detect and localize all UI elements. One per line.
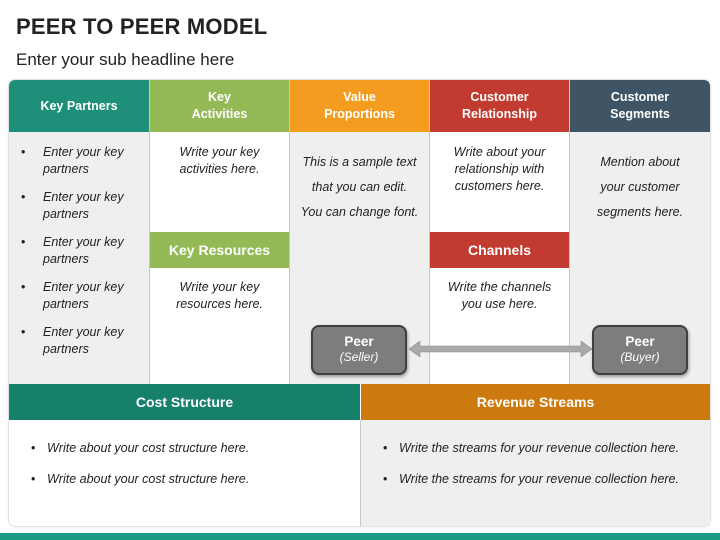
key-partners-column: Key Partners Enter your key partners Ent… (9, 80, 150, 384)
list-item: Write the streams for your revenue colle… (383, 471, 679, 488)
page-subtitle: Enter your sub headline here (16, 50, 235, 69)
key-partners-header: Key Partners (9, 80, 149, 132)
footer-accent-bar (0, 533, 720, 540)
key-activities-header-label: Key Activities (191, 90, 248, 121)
peer-seller-box: Peer (Seller) (311, 325, 407, 375)
key-partners-list: Enter your key partners Enter your key p… (17, 144, 143, 369)
page-title: PEER TO PEER MODEL (16, 14, 268, 39)
customer-relationship-header: Customer Relationship (430, 80, 569, 132)
channels-text: Write the channels you use here. (447, 280, 552, 311)
customer-segments-header: Customer Segments (570, 80, 710, 132)
channels-header: Channels (430, 232, 569, 268)
peer-buyer-box: Peer (Buyer) (592, 325, 688, 375)
customer-segments-text: Mention about your customer segments her… (576, 150, 704, 225)
revenue-streams-body: Write the streams for your revenue colle… (361, 420, 710, 526)
customer-relationship-column: Customer Relationship Write about your r… (430, 80, 570, 384)
key-activities-header: Key Activities (150, 80, 289, 132)
list-item: Enter your key partners (17, 279, 143, 313)
revenue-streams-list: Write the streams for your revenue colle… (383, 440, 679, 502)
value-propositions-header-label: Value Proportions (324, 90, 395, 121)
list-item: Enter your key partners (17, 324, 143, 358)
key-activities-text: Write your key activities here. (179, 145, 260, 176)
peer-buyer-label: Peer (625, 334, 655, 349)
cost-structure-list: Write about your cost structure here. Wr… (31, 440, 249, 502)
customer-segments-line: segments here. (596, 205, 684, 219)
cost-structure-header: Cost Structure (9, 384, 360, 420)
list-item: Write the streams for your revenue colle… (383, 440, 679, 457)
key-activities-column: Key Activities Write your key activities… (150, 80, 290, 384)
customer-relationship-header-label: Customer Relationship (461, 90, 537, 121)
key-resources-header: Key Resources (150, 232, 289, 268)
value-propositions-line: that you can edit. (311, 180, 408, 194)
peer-seller-role: (Seller) (339, 350, 379, 364)
peer-buyer-role: (Buyer) (620, 350, 660, 364)
customer-segments-header-label: Customer Segments (610, 90, 670, 121)
customer-segments-line: Mention about (600, 155, 680, 169)
key-resources-text: Write your key resources here. (176, 280, 263, 311)
value-propositions-header: Value Proportions (290, 80, 429, 132)
peer-seller-label: Peer (344, 334, 374, 349)
value-propositions-line: You can change font. (300, 205, 419, 219)
cost-structure-body: Write about your cost structure here. Wr… (9, 420, 361, 526)
revenue-streams-header: Revenue Streams (361, 384, 710, 420)
business-model-canvas: Key Partners Enter your key partners Ent… (9, 80, 710, 526)
list-item: Enter your key partners (17, 144, 143, 178)
list-item: Write about your cost structure here. (31, 471, 249, 488)
double-arrow-icon (409, 341, 592, 357)
key-partners-header-label: Key Partners (40, 98, 118, 113)
value-propositions-text: This is a sample text that you can edit.… (296, 150, 423, 225)
list-item: Enter your key partners (17, 189, 143, 223)
list-item: Write about your cost structure here. (31, 440, 249, 457)
list-item: Enter your key partners (17, 234, 143, 268)
customer-segments-line: your customer (600, 180, 680, 194)
customer-relationship-text: Write about your relationship with custo… (453, 145, 546, 193)
value-propositions-line: This is a sample text (302, 155, 417, 169)
